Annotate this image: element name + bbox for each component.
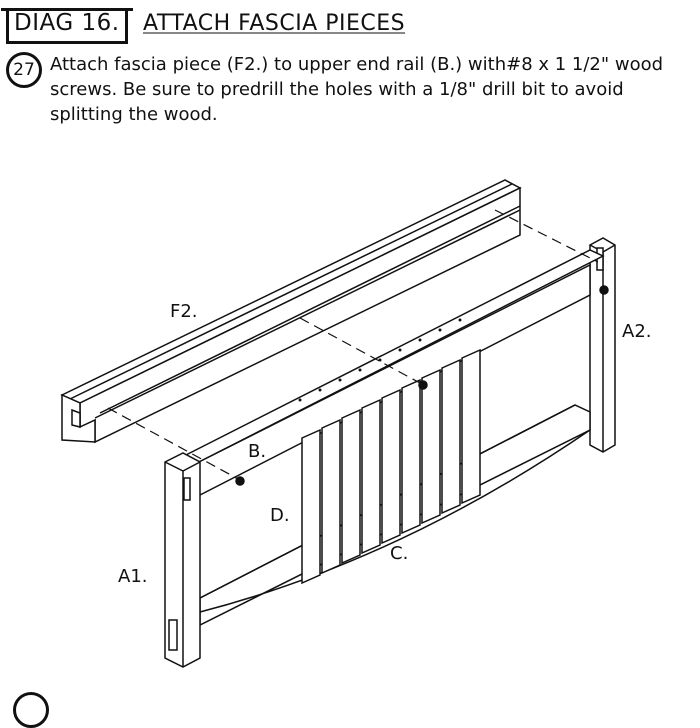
fascia-piece-f2 — [60, 179, 522, 444]
alignment-lines — [107, 209, 599, 481]
label-fascia-f2: F2. — [170, 301, 198, 322]
right-post-a2 — [589, 237, 616, 453]
step-number: 27 — [6, 52, 42, 88]
left-post-a1 — [164, 452, 201, 668]
pilot-holes — [298, 318, 462, 402]
diagram-number-box — [1, 8, 133, 44]
next-step-circle — [13, 692, 49, 728]
wood-screws — [235, 285, 609, 486]
page-title: ATTACH FASCIA PIECES — [143, 11, 406, 36]
assembly-drawing — [60, 179, 616, 668]
label-slats-d: D. — [270, 505, 290, 526]
label-lower-rail-c: C. — [390, 543, 409, 564]
diagram-number: DIAG 16. — [14, 10, 120, 36]
slats-d — [301, 348, 481, 585]
step-instructions: Attach fascia piece (F2.) to upper end r… — [50, 54, 664, 125]
label-right-post-a2: A2. — [622, 321, 652, 342]
label-upper-rail-b: B. — [248, 441, 267, 462]
label-left-post-a1: A1. — [118, 566, 148, 587]
